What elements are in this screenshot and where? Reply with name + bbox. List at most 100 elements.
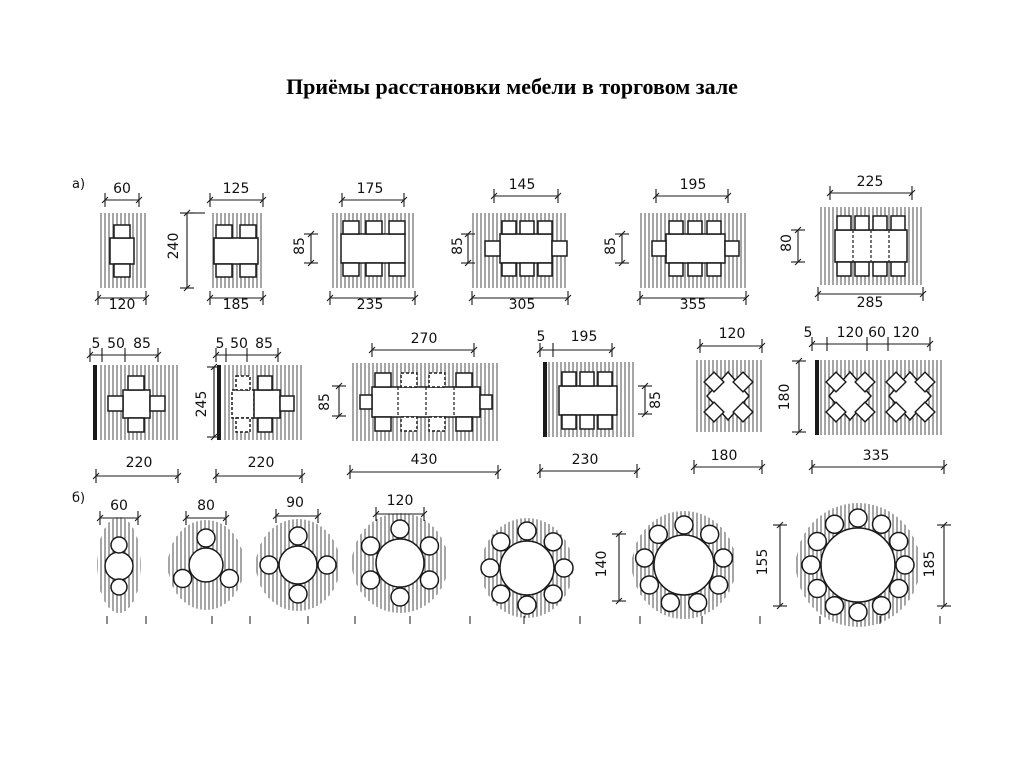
dimension-tick: [400, 196, 408, 204]
dimension-layer: [86, 186, 951, 624]
chair: [517, 521, 537, 541]
chair: [239, 263, 257, 278]
dimension-tick: [940, 602, 948, 610]
chair: [259, 555, 279, 575]
chair: [634, 548, 655, 568]
dimension-tick: [536, 467, 544, 475]
chair: [110, 536, 128, 554]
slide-title: Приёмы расстановки мебели в торговом зал…: [286, 74, 738, 99]
chair: [288, 584, 308, 604]
dim-a5-bottom: 355: [680, 297, 707, 313]
dimension-tick: [795, 428, 803, 436]
chair: [428, 372, 446, 388]
chair: [543, 532, 563, 552]
table: [653, 534, 715, 596]
dimension-tick: [212, 351, 220, 359]
section-b-label: б): [72, 491, 85, 506]
dimension-tick: [690, 463, 698, 471]
chair: [807, 578, 828, 599]
dim-b6-top1: 5: [804, 325, 813, 341]
dimension-tick: [314, 512, 322, 520]
chair: [848, 508, 868, 528]
dimension-tick: [940, 521, 948, 529]
dimension-tick: [641, 410, 649, 418]
table: [278, 545, 318, 585]
dimension-tick: [94, 294, 102, 302]
dimension-tick: [926, 340, 934, 348]
chair: [836, 261, 852, 277]
table: [499, 540, 555, 596]
dimension-tick: [183, 209, 191, 217]
chair: [872, 261, 888, 277]
chair: [597, 414, 613, 430]
dim-b6-top4: 120: [893, 325, 920, 341]
dimension-tick: [96, 514, 104, 522]
dim-c2-top: 80: [197, 498, 215, 514]
chair: [708, 575, 729, 595]
chair: [215, 224, 233, 239]
dimension-tick: [101, 196, 109, 204]
dimension-tick: [808, 463, 816, 471]
dim-a2-bottom: 185: [223, 297, 250, 313]
dim-b1-side: 245: [194, 391, 210, 418]
chair: [888, 531, 909, 552]
chair: [543, 584, 563, 604]
chair: [215, 263, 233, 278]
chair: [871, 514, 892, 535]
dim-b2-top2: 50: [230, 336, 248, 352]
chair: [554, 558, 574, 578]
dimension-tick: [210, 433, 218, 441]
chair: [854, 215, 870, 231]
chair: [687, 592, 708, 613]
table: [104, 551, 134, 581]
dimension-tick: [758, 342, 766, 350]
chair: [127, 375, 145, 391]
dim-a5-top: 195: [680, 177, 707, 193]
chair: [107, 395, 124, 412]
chair: [374, 372, 392, 388]
chair: [807, 531, 828, 552]
dimension-tick: [183, 284, 191, 292]
dimension-tick: [222, 514, 230, 522]
dimension-tick: [696, 342, 704, 350]
dim-a1-top: 60: [113, 181, 131, 197]
chair: [651, 240, 667, 257]
dimension-tick: [794, 226, 802, 234]
chair: [732, 371, 754, 393]
dimension-tick: [615, 597, 623, 605]
dimension-tick: [182, 514, 190, 522]
dim-b4-top1: 5: [537, 329, 546, 345]
dimension-tick: [470, 346, 478, 354]
dim-b1-top1: 5: [92, 336, 101, 352]
chair: [888, 578, 909, 599]
dim-a4-top: 145: [509, 177, 536, 193]
chair: [388, 220, 406, 235]
chair: [639, 575, 660, 595]
dimension-tick: [795, 357, 803, 365]
dimension-tick: [174, 472, 182, 480]
dimension-tick: [210, 363, 218, 371]
dimension-tick: [536, 346, 544, 354]
dimension-tick: [372, 510, 380, 518]
table: [820, 527, 896, 603]
chair: [854, 261, 870, 277]
table: [213, 237, 259, 265]
dim-b5-bottom: 180: [711, 448, 738, 464]
dim-a3-bottom: 235: [357, 297, 384, 313]
dim-a4-side: 85: [450, 237, 466, 255]
dimension-tick: [272, 512, 280, 520]
dimension-tick: [368, 346, 376, 354]
chair: [113, 224, 131, 239]
chair: [400, 416, 418, 432]
chair: [674, 515, 694, 535]
dimension-tick: [420, 510, 428, 518]
chair: [455, 416, 473, 432]
chair: [365, 220, 383, 235]
chair: [390, 587, 410, 607]
dim-b6-top3: 60: [868, 325, 886, 341]
dim-a1-bottom: 120: [109, 297, 136, 313]
dim-c7-side: 185: [922, 551, 938, 578]
table: [375, 538, 425, 588]
chair: [836, 215, 852, 231]
dimension-tick: [636, 294, 644, 302]
